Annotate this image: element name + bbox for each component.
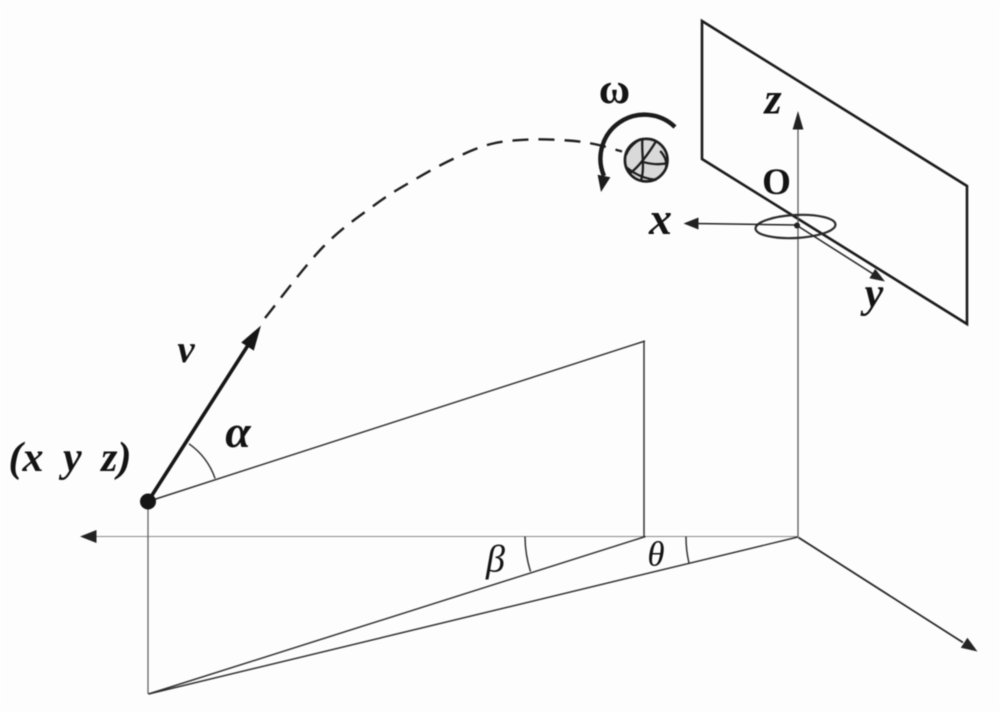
svg-text:x: x xyxy=(648,193,672,244)
svg-text:v: v xyxy=(177,328,195,371)
svg-text:θ: θ xyxy=(647,535,664,574)
svg-text:(x y z): (x y z) xyxy=(9,435,132,481)
svg-text:z: z xyxy=(762,75,781,124)
svg-text:O: O xyxy=(762,162,791,203)
svg-text:α: α xyxy=(225,406,252,457)
svg-text:ω: ω xyxy=(599,66,630,113)
svg-text:β: β xyxy=(485,539,505,581)
